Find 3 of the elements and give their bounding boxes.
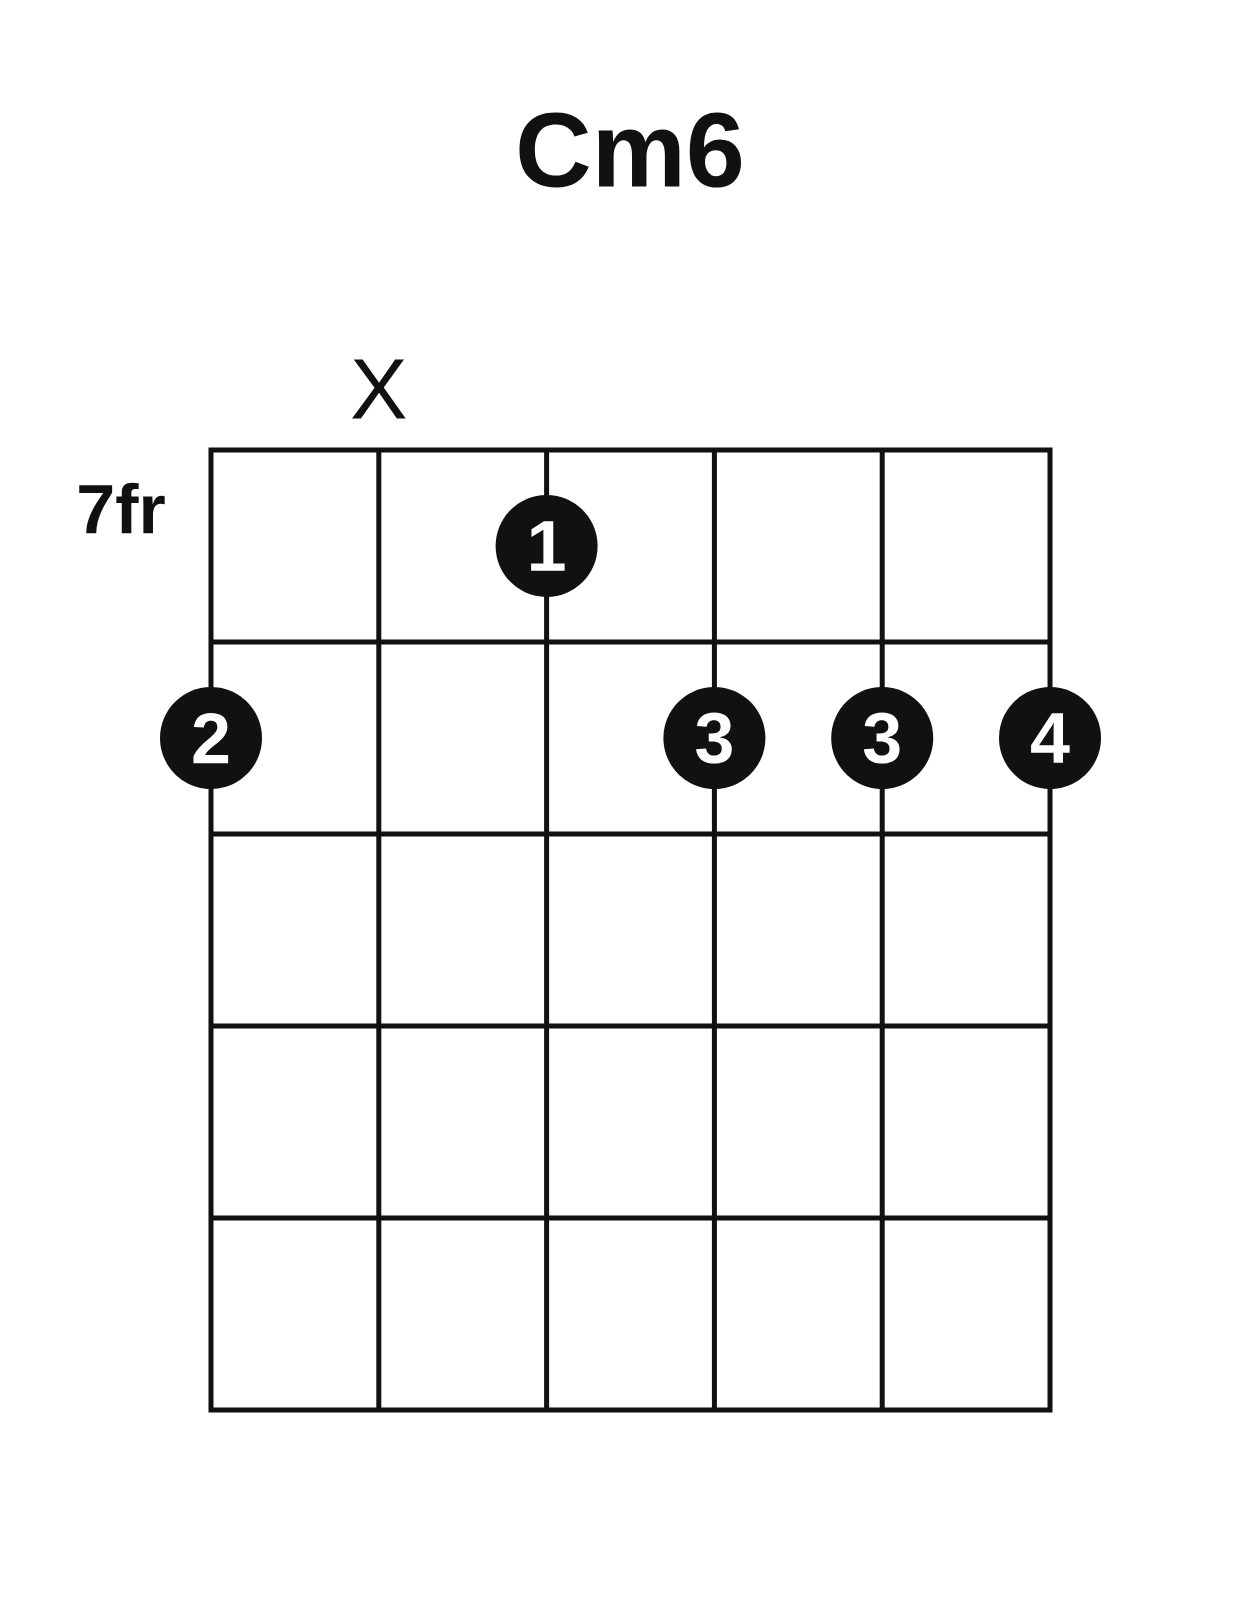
muted-string-mark: X	[352, 359, 406, 419]
chord-title: Cm6	[519, 112, 741, 188]
fret-number: 7fr	[79, 482, 165, 534]
